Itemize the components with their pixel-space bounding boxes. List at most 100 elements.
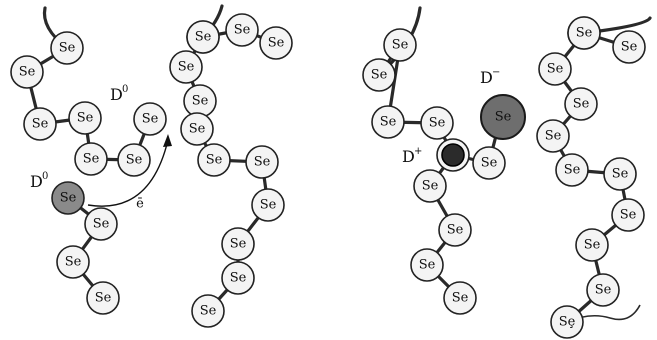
se-atom-label: Se [192,94,209,109]
se-atom-label: Se [380,115,397,130]
se-atom [259,26,293,60]
defect-d-minus-label: D− [480,67,500,87]
se-atom-label: Se [620,208,637,223]
electron-transfer-arrow [87,139,169,207]
se-atom [245,145,279,179]
se-atom [23,107,57,141]
se-atom [472,146,506,180]
se-atom-label: Se [206,153,223,168]
se-atom [371,105,405,139]
se-atom [567,16,601,50]
se-atom-label: Se [234,23,251,38]
se-atom-label: Se [595,283,612,298]
se-atom-label: Se [83,152,100,167]
se-atom [191,294,225,328]
se-atom [186,20,220,54]
se-atom [221,261,255,295]
se-atom-label: Se [422,179,439,194]
se-atom [50,31,84,65]
se-atom-label: Se [254,155,271,170]
se-atom [612,30,646,64]
se-atom [410,248,444,282]
se-atom [251,188,285,222]
se-atom-label: Se [452,291,469,306]
se-atom-label: Se [419,258,436,273]
se-atom-label: Se [32,117,49,132]
se-atom-label: Se [230,237,247,252]
se-atom [86,281,120,315]
se-atom [536,119,570,153]
se-atom [564,87,598,121]
se-atom [413,169,447,203]
se-atom [180,112,214,146]
se-atom-label: Se [260,198,277,213]
se-atom [51,181,85,215]
se-atom-label: Se [230,271,247,286]
se-atom-label: Se [392,38,409,53]
se-atom [603,157,637,191]
se-atom-label: Se [65,255,82,270]
se-atom [538,52,572,86]
defect-d-minus-label-charge: − [492,67,500,78]
se-atom [84,207,118,241]
se-atom-label: Se [612,167,629,182]
se-atom [225,13,259,47]
se-atom-label: Se [447,223,464,238]
se-atom-label: Se [371,68,388,83]
se-atom [56,245,90,279]
se-atom [443,281,477,315]
d-minus-atom [480,94,526,140]
se-atom-label: Se [545,129,562,144]
electron-label: ē [136,197,144,212]
se-atom-label: Se [93,217,110,232]
defect-d-minus-label-symbol: D [480,68,493,87]
se-atom-label: Se [60,191,77,206]
se-atom-label: Se [621,40,638,55]
se-atom [117,143,151,177]
se-atom [362,58,396,92]
se-atom-label: Se [576,26,593,41]
se-atom [221,227,255,261]
arrowhead-icon [163,134,172,147]
se-atom-label: Se [195,30,212,45]
se-atom [420,106,454,140]
se-atom-label: Se [268,36,285,51]
se-atom [133,102,167,136]
se-atom-label: Se [178,60,195,75]
se-atom [438,213,472,247]
se-atom-label: Se [547,62,564,77]
defect-d-plus-label-charge: + [414,146,422,157]
se-atom-label: Se [189,122,206,137]
se-atom [74,142,108,176]
defect-d-plus-label-symbol: D [402,147,415,166]
se-atom-label: Se [584,238,601,253]
se-atom [550,305,584,339]
se-atom-label: Se [95,291,112,306]
se-atom-label: Se [77,111,94,126]
se-atom-label: Se [429,116,446,131]
defect-d0-upper-label-symbol: D [110,85,123,104]
defect-d0-lower-label-symbol: D [30,172,43,191]
se-atom [575,228,609,262]
se-atom [68,101,102,135]
se-atom [10,55,44,89]
se-atom-label: Sȩ [559,315,576,330]
se-atom [555,153,589,187]
se-atom-label: Se [59,41,76,56]
se-atom-label: Se [573,97,590,112]
se-atom [611,198,645,232]
se-atom [197,143,231,177]
d-plus-atom [441,143,465,167]
se-atom [383,28,417,62]
se-atom-label: Se [19,65,36,80]
se-atom-label: Se [200,304,217,319]
se-atom-label: Se [481,156,498,171]
se-atom-label: Se [126,153,143,168]
d-minus-atom-label: Se [495,110,512,125]
se-atom [586,273,620,307]
se-atom-label: Se [564,163,581,178]
defect-d-plus-label: D+ [402,146,422,166]
